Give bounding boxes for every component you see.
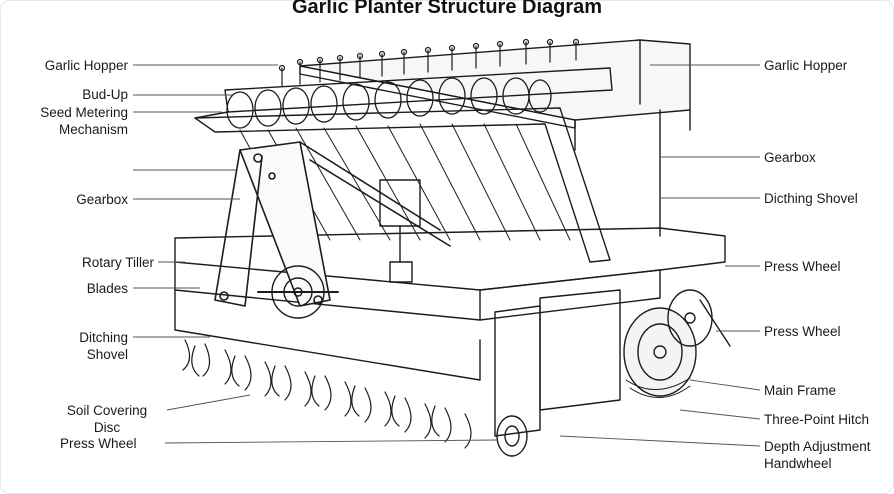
leader-lines [133, 64, 761, 447]
label-press-wheel-right-2: Press Wheel [764, 324, 841, 339]
label-ditching-shovel-left: Ditching Shovel [79, 330, 128, 362]
label-three-point-hitch: Three-Point Hitch [764, 412, 870, 427]
metering-discs [226, 77, 552, 129]
label-garlic-hopper-left: Garlic Hopper [44, 58, 128, 73]
label-press-wheel-left: Press Wheel [60, 436, 137, 451]
garlic-hopper-box [299, 39, 691, 151]
label-depth-adjustment-handwheel: Depth Adjustment Handwheel [764, 439, 871, 471]
seed-tubes [278, 38, 580, 87]
label-seed-metering-mechanism: Seed Metering Mechanism [40, 105, 128, 137]
front-press-wheel [496, 415, 528, 457]
main-frame-body [174, 227, 726, 437]
label-garlic-hopper-right: Garlic Hopper [764, 58, 848, 73]
rear-press-wheels [623, 289, 731, 398]
label-blades: Blades [86, 281, 128, 296]
tiller-blades [182, 339, 472, 449]
label-rotary-tiller: Rotary Tiller [81, 255, 154, 270]
diagram-title: Garlic Planter Structure Diagram [291, 0, 603, 18]
label-soil-covering-disc: Soil Covering Disc [66, 403, 148, 435]
label-gearbox-right: Gearbox [764, 150, 816, 165]
label-press-wheel-right-1: Press Wheel [764, 259, 841, 274]
label-gearbox-left: Gearbox [76, 192, 128, 207]
gearbox-body [379, 179, 421, 283]
a-frame-hitch [214, 141, 451, 307]
label-bud-up: Bud-Up [82, 87, 128, 102]
label-main-frame: Main Frame [764, 383, 837, 398]
label-dicthing-shovel-right: Dicthing Shovel [764, 191, 858, 206]
rotary-tiller-drum [174, 265, 481, 381]
